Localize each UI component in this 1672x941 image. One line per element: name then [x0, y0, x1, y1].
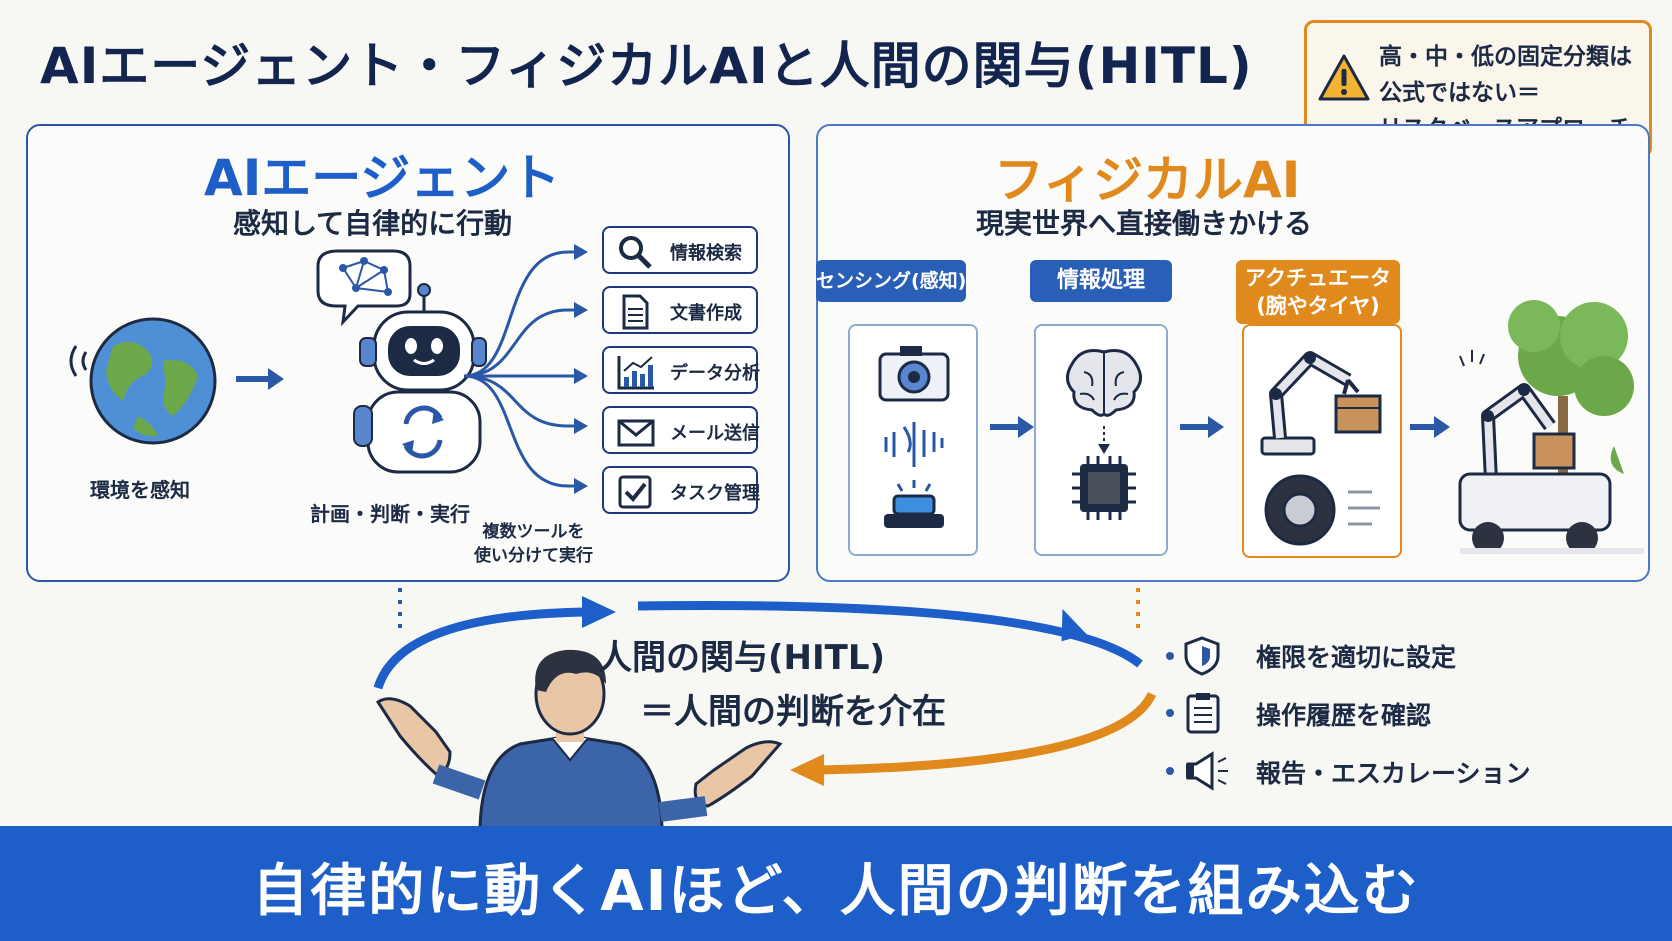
- hitl-measures-list: 権限を適切に設定 操作履歴を確認 報告・エスカレーション: [1164, 632, 1544, 822]
- sensor-icons: [878, 346, 950, 528]
- tool-label: 情報検索: [670, 243, 742, 264]
- tool-label: メール送信: [670, 423, 760, 444]
- person-illustration: [375, 649, 783, 828]
- tool-task: タスク管理: [602, 466, 760, 514]
- hitl-subtitle: ＝人間の判断を介在: [640, 692, 946, 732]
- sensing-column: [848, 324, 978, 556]
- tool-label: データ分析: [670, 363, 760, 384]
- hitl-cycle-arrows: [373, 588, 1157, 786]
- tool-label: タスク管理: [670, 483, 760, 504]
- tool-label: 文書作成: [670, 303, 742, 324]
- magnifier-icon: [619, 236, 652, 269]
- list-item-label: 報告・エスカレーション: [1256, 759, 1531, 788]
- arrow-right-icon: [1410, 416, 1450, 438]
- page-title: AIエージェント・フィジカルAIと人間の関与(HITL): [40, 37, 1253, 95]
- shield-icon: [1166, 636, 1220, 676]
- physical-ai-panel: フィジカルAI 現実世界へ直接働きかける センシング(感知) 情報処理: [816, 124, 1650, 582]
- robot-icon: [316, 249, 487, 474]
- list-item: 権限を適切に設定: [1164, 632, 1544, 676]
- core-label: 計画・判断・実行: [310, 502, 470, 526]
- sense-label: 環境を感知: [90, 478, 190, 502]
- checkbox-icon: [618, 475, 652, 509]
- sensing-header: センシング(感知): [816, 260, 966, 302]
- megaphone-icon: [1166, 751, 1228, 791]
- agent-panel-title: AIエージェント: [204, 149, 561, 207]
- tools-note: 複数ツールを 使い分けて実行: [474, 522, 593, 566]
- globe-icon: [69, 317, 217, 445]
- clipboard-icon: [1166, 693, 1220, 734]
- arrow-right-icon: [236, 368, 284, 390]
- arrow-right-icon: [990, 416, 1034, 438]
- processing-header: 情報処理: [1030, 260, 1172, 302]
- actuator-header: アクチュエータ (腕やタイヤ): [1236, 260, 1400, 324]
- list-item-label: 権限を適切に設定: [1256, 643, 1457, 672]
- robot-arm-wheel-icons: [1260, 351, 1382, 546]
- actuator-column: [1242, 324, 1402, 558]
- warning-triangle-icon: [1318, 54, 1370, 101]
- bar-chart-icon: [617, 356, 654, 390]
- mobile-robot-tree-illustration: [1458, 300, 1644, 554]
- processing-column: [1034, 324, 1168, 556]
- hitl-title: 人間の関与(HITL): [598, 638, 886, 678]
- tool-search: 情報検索: [602, 226, 758, 274]
- agent-panel-subtitle: 感知して自律的に行動: [233, 207, 513, 240]
- banner-text: 自律的に動くAIほど、人間の判断を組み込む: [252, 859, 1420, 924]
- list-item: 報告・エスカレーション: [1164, 748, 1544, 792]
- physical-panel-subtitle: 現実世界へ直接働きかける: [976, 207, 1313, 240]
- tool-document: 文書作成: [602, 286, 758, 334]
- physical-panel-title: フィジカルAI: [994, 151, 1301, 209]
- arrow-right-icon: [1180, 416, 1224, 438]
- branch-arrows: [463, 244, 588, 494]
- ai-agent-panel: AIエージェント 感知して自律的に行動 環境を感知 計画・判断・実行: [26, 124, 790, 582]
- envelope-icon: [617, 419, 655, 447]
- bottom-banner: 自律的に動くAIほど、人間の判断を組み込む: [0, 826, 1672, 941]
- document-icon: [622, 294, 649, 330]
- tool-data-analysis: データ分析: [602, 346, 760, 394]
- brain-chip-icons: [1066, 349, 1142, 520]
- tool-email: メール送信: [602, 406, 760, 454]
- list-item: 操作履歴を確認: [1164, 690, 1544, 734]
- list-item-label: 操作履歴を確認: [1256, 701, 1432, 730]
